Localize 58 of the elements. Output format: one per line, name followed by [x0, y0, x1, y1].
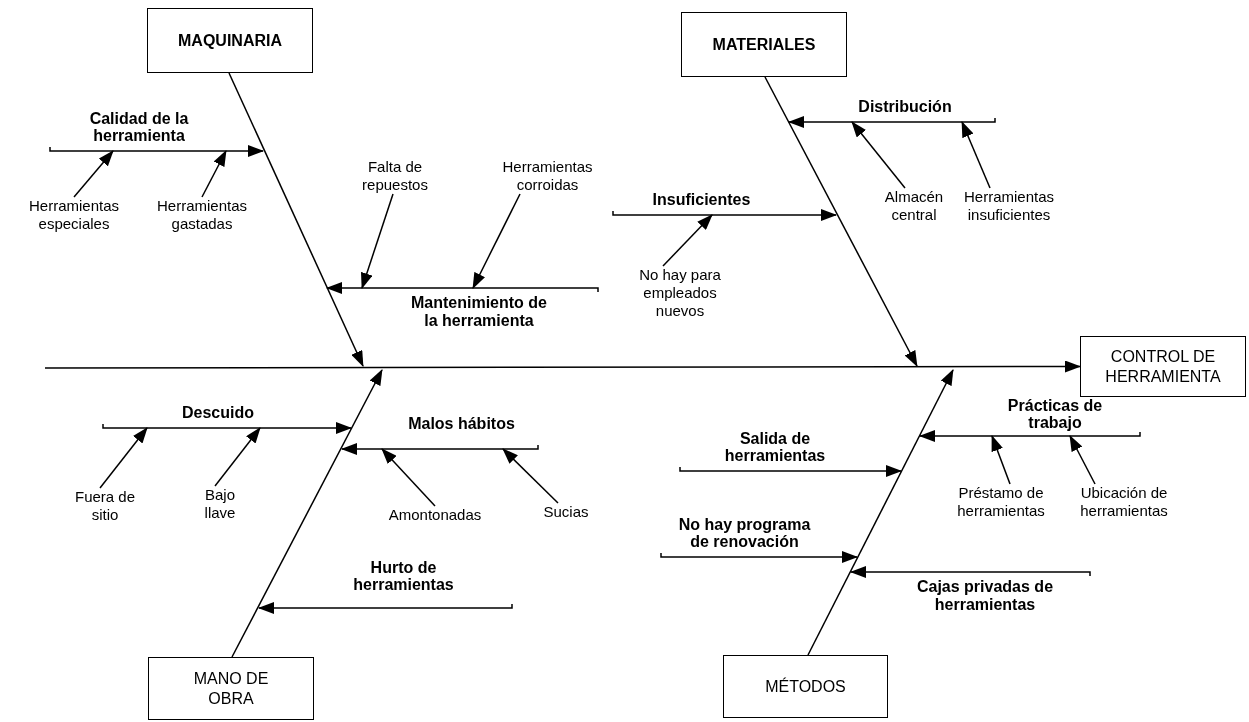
sub-cause-label: Herramientas gastadas: [140, 197, 264, 241]
arrow: [381, 448, 436, 507]
arrow: [102, 422, 352, 434]
cause-label: Prácticas de trabajo: [1006, 396, 1104, 432]
arrow: [788, 116, 996, 128]
sub-cause-label: Sucias: [530, 503, 602, 527]
cause-label: Descuido: [182, 404, 254, 422]
effect-box: CONTROL DE HERRAMIENTA: [1080, 336, 1246, 397]
arrow: [341, 443, 539, 455]
cause-label: Cajas privadas de herramientas: [915, 578, 1055, 614]
arrow: [850, 566, 1091, 578]
sub-cause-label: Fuera de sitio: [58, 488, 152, 532]
sub-cause-label: Herramientas corroidas: [485, 148, 610, 194]
arrow: [214, 427, 261, 487]
cause-label: Salida de herramientas: [723, 429, 827, 465]
arrow: [361, 193, 394, 289]
arrow: [472, 193, 521, 289]
category-box: MÉTODOS: [723, 655, 888, 718]
cause-label: Distribución: [858, 98, 952, 116]
arrow: [662, 214, 713, 267]
arrow: [660, 551, 858, 563]
arrow: [961, 121, 991, 189]
category-box: MANO DE OBRA: [148, 657, 314, 720]
arrow: [73, 150, 114, 198]
sub-cause-label: Herramientas insuficientes: [950, 188, 1068, 232]
sub-cause-label: Amontonadas: [370, 506, 500, 530]
arrow: [49, 145, 264, 157]
arrow: [502, 448, 559, 504]
arrow: [991, 435, 1011, 485]
sub-cause-label: Ubicación de herramientas: [1065, 484, 1183, 528]
bone-arrow: [764, 76, 918, 367]
sub-cause-label: Falta de repuestos: [340, 148, 450, 194]
sub-cause-label: Bajo llave: [188, 486, 252, 530]
arrow: [919, 430, 1141, 442]
arrow: [1069, 435, 1096, 485]
bone-arrow: [807, 369, 954, 656]
cause-label: Insuficientes: [652, 191, 751, 209]
sub-cause-label: No hay para empleados nuevos: [622, 266, 738, 332]
arrow: [679, 465, 902, 477]
cause-label: No hay programa de renovación: [677, 515, 812, 551]
sub-cause-label: Préstamo de herramientas: [945, 484, 1057, 528]
arrow: [612, 209, 837, 221]
arrow: [201, 150, 227, 198]
bone-arrow: [228, 72, 364, 367]
cause-label: Malos hábitos: [408, 415, 515, 433]
category-box: MATERIALES: [681, 12, 847, 77]
arrow: [851, 121, 906, 189]
sub-cause-label: Herramientas especiales: [12, 197, 136, 241]
category-box: MAQUINARIA: [147, 8, 313, 73]
arrow: [99, 427, 148, 489]
arrow: [258, 602, 513, 614]
cause-label: Calidad de la herramienta: [88, 109, 190, 145]
bone-arrow: [231, 369, 383, 658]
sub-cause-label: Almacén central: [884, 188, 944, 232]
cause-label: Mantenimiento de la herramienta: [410, 294, 548, 330]
arrow: [326, 282, 599, 294]
spine-arrow: [44, 360, 1081, 373]
cause-label: Hurto de herramientas: [352, 558, 455, 594]
